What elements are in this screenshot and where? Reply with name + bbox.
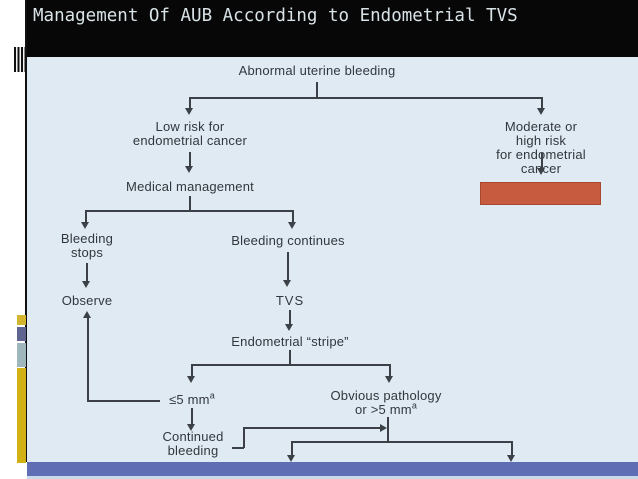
arrowhead-bottom-left bbox=[287, 455, 295, 462]
connector-top-branch bbox=[189, 97, 542, 99]
arrowhead-le5mm bbox=[187, 376, 195, 383]
connector-bottom-branch bbox=[291, 441, 512, 443]
node-bleeding-continues: Bleeding continues bbox=[231, 233, 345, 248]
slide-title: Management Of AUB According to Endometri… bbox=[33, 6, 518, 26]
arrowhead-moderate-risk bbox=[537, 108, 545, 115]
left-accent-gold-bar bbox=[17, 368, 26, 463]
connector-pathology-stub bbox=[387, 417, 389, 442]
node-low-risk: Low risk for endometrial cancer bbox=[132, 119, 248, 148]
connector-stops-observe bbox=[86, 263, 88, 281]
arrowhead-pathology bbox=[385, 376, 393, 383]
pathology-line1: Obvious pathology bbox=[330, 388, 442, 403]
slide-left-border bbox=[25, 0, 27, 462]
node-observe: Observe bbox=[61, 293, 113, 308]
arrowhead-tvs bbox=[283, 280, 291, 287]
connector-stripe-branch bbox=[191, 364, 390, 366]
left-accent-slate bbox=[17, 327, 26, 341]
barcode-decoration bbox=[14, 47, 26, 72]
connector-continued-elbow-h1 bbox=[232, 447, 244, 449]
arrowhead-stops bbox=[81, 222, 89, 229]
arrowhead-elbow-right bbox=[380, 423, 387, 432]
connector-le5mm-return-h bbox=[87, 400, 160, 402]
connector-to-low-risk bbox=[189, 97, 191, 108]
node-moderate-high-risk: Moderate or high risk for endometrial ca… bbox=[496, 119, 586, 176]
connector-aub-stub bbox=[316, 82, 318, 98]
connector-bottom-left bbox=[291, 441, 293, 455]
connector-continued-elbow-v bbox=[243, 427, 245, 448]
connector-tvs-stripe bbox=[289, 310, 291, 324]
connector-bottom-right bbox=[511, 441, 513, 455]
node-le-5mm: ≤5 mma bbox=[169, 390, 215, 407]
pathology-line2: or >5 mm bbox=[354, 402, 412, 417]
node-continued-bleeding: Continued bleeding bbox=[162, 429, 224, 458]
arrowhead-bottom-right bbox=[507, 455, 515, 462]
connector-lowrisk-medical bbox=[189, 152, 191, 166]
arrowhead-redaction bbox=[537, 168, 545, 175]
connector-continues-tvs bbox=[287, 252, 289, 280]
redaction-box bbox=[480, 182, 601, 205]
arrowhead-return-observe bbox=[83, 311, 91, 318]
bottom-strip bbox=[27, 476, 638, 479]
connector-stripe-stub bbox=[289, 350, 291, 364]
connector-le5mm-return-v bbox=[87, 318, 89, 401]
node-endometrial-stripe: Endometrial “stripe” bbox=[231, 334, 349, 349]
connector-to-moderate-risk bbox=[541, 97, 543, 108]
arrowhead-stripe bbox=[285, 324, 293, 331]
arrowhead-continues bbox=[288, 222, 296, 229]
left-accent-yellow bbox=[17, 315, 26, 325]
arrowhead-observe bbox=[82, 281, 90, 288]
node-medical-management: Medical management bbox=[126, 179, 254, 194]
pathology-superscript: a bbox=[411, 400, 418, 411]
connector-medical-branch bbox=[85, 210, 293, 212]
connector-medical-stub bbox=[189, 196, 191, 210]
node-tvs: TVS bbox=[275, 293, 305, 308]
connector-moderate-redaction bbox=[541, 153, 543, 168]
node-abnormal-uterine-bleeding: Abnormal uterine bleeding bbox=[238, 63, 396, 78]
le-5mm-superscript: a bbox=[209, 390, 215, 401]
le-5mm-text: ≤5 mm bbox=[169, 392, 210, 407]
connector-le5mm-continued bbox=[191, 408, 193, 424]
arrowhead-medical bbox=[185, 166, 193, 173]
connector-to-stops bbox=[85, 210, 87, 222]
connector-to-le5mm bbox=[191, 364, 193, 376]
node-bleeding-stops: Bleeding stops bbox=[60, 231, 114, 260]
left-accent-teal bbox=[17, 343, 26, 367]
connector-to-pathology bbox=[389, 364, 391, 376]
arrowhead-low-risk bbox=[185, 108, 193, 115]
bottom-bar bbox=[27, 462, 638, 476]
connector-to-continues bbox=[292, 210, 294, 222]
title-bar: Management Of AUB According to Endometri… bbox=[25, 0, 638, 57]
slide-area bbox=[27, 57, 638, 462]
arrowhead-continued bbox=[187, 424, 195, 431]
connector-continued-elbow-h2 bbox=[243, 427, 380, 429]
